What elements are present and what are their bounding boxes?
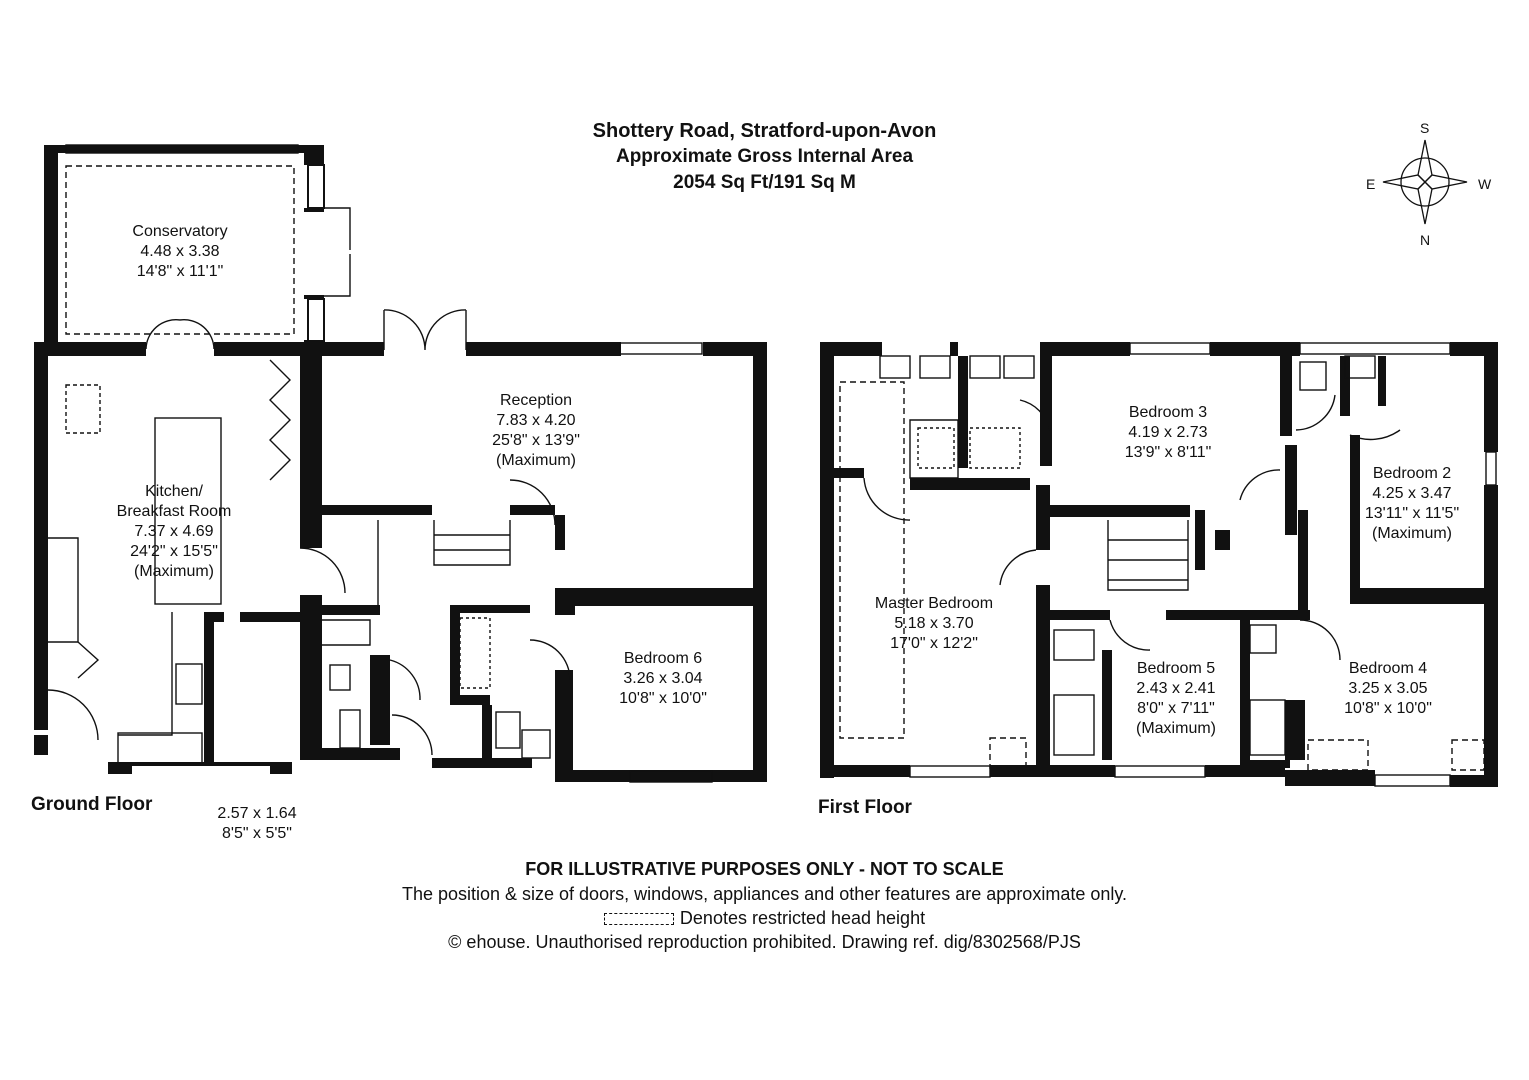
disclaimer-line: The position & size of doors, windows, a… (401, 884, 1128, 904)
compass-north: N (1420, 232, 1431, 248)
ground-floor-details (47, 144, 713, 783)
property-address: Shottery Road, Stratford-upon-Avon (592, 120, 937, 142)
compass-east: E (1366, 176, 1376, 192)
first-floor-walls (820, 342, 1498, 787)
restricted-height-swatch (603, 913, 674, 926)
first-floor-details (839, 342, 1497, 787)
compass-south: S (1420, 120, 1430, 136)
head-height-legend: Denotes restricted head height (0, 908, 1529, 929)
copyright-line: © ehouse. Unauthorised reproduction proh… (448, 932, 1081, 952)
area-label: Approximate Gross Internal Area (615, 146, 914, 167)
first-floor-label: First Floor (818, 797, 912, 818)
ground-floor-walls (34, 145, 767, 782)
disclaimer-title: FOR ILLUSTRATIVE PURPOSES ONLY - NOT TO … (525, 859, 1004, 879)
ground-floor-label: Ground Floor (31, 794, 153, 815)
area-value: 2054 Sq Ft/191 Sq M (673, 172, 856, 193)
legend-text: Denotes restricted head height (679, 908, 926, 928)
compass-west: W (1478, 176, 1492, 192)
compass-rose (1382, 139, 1468, 225)
